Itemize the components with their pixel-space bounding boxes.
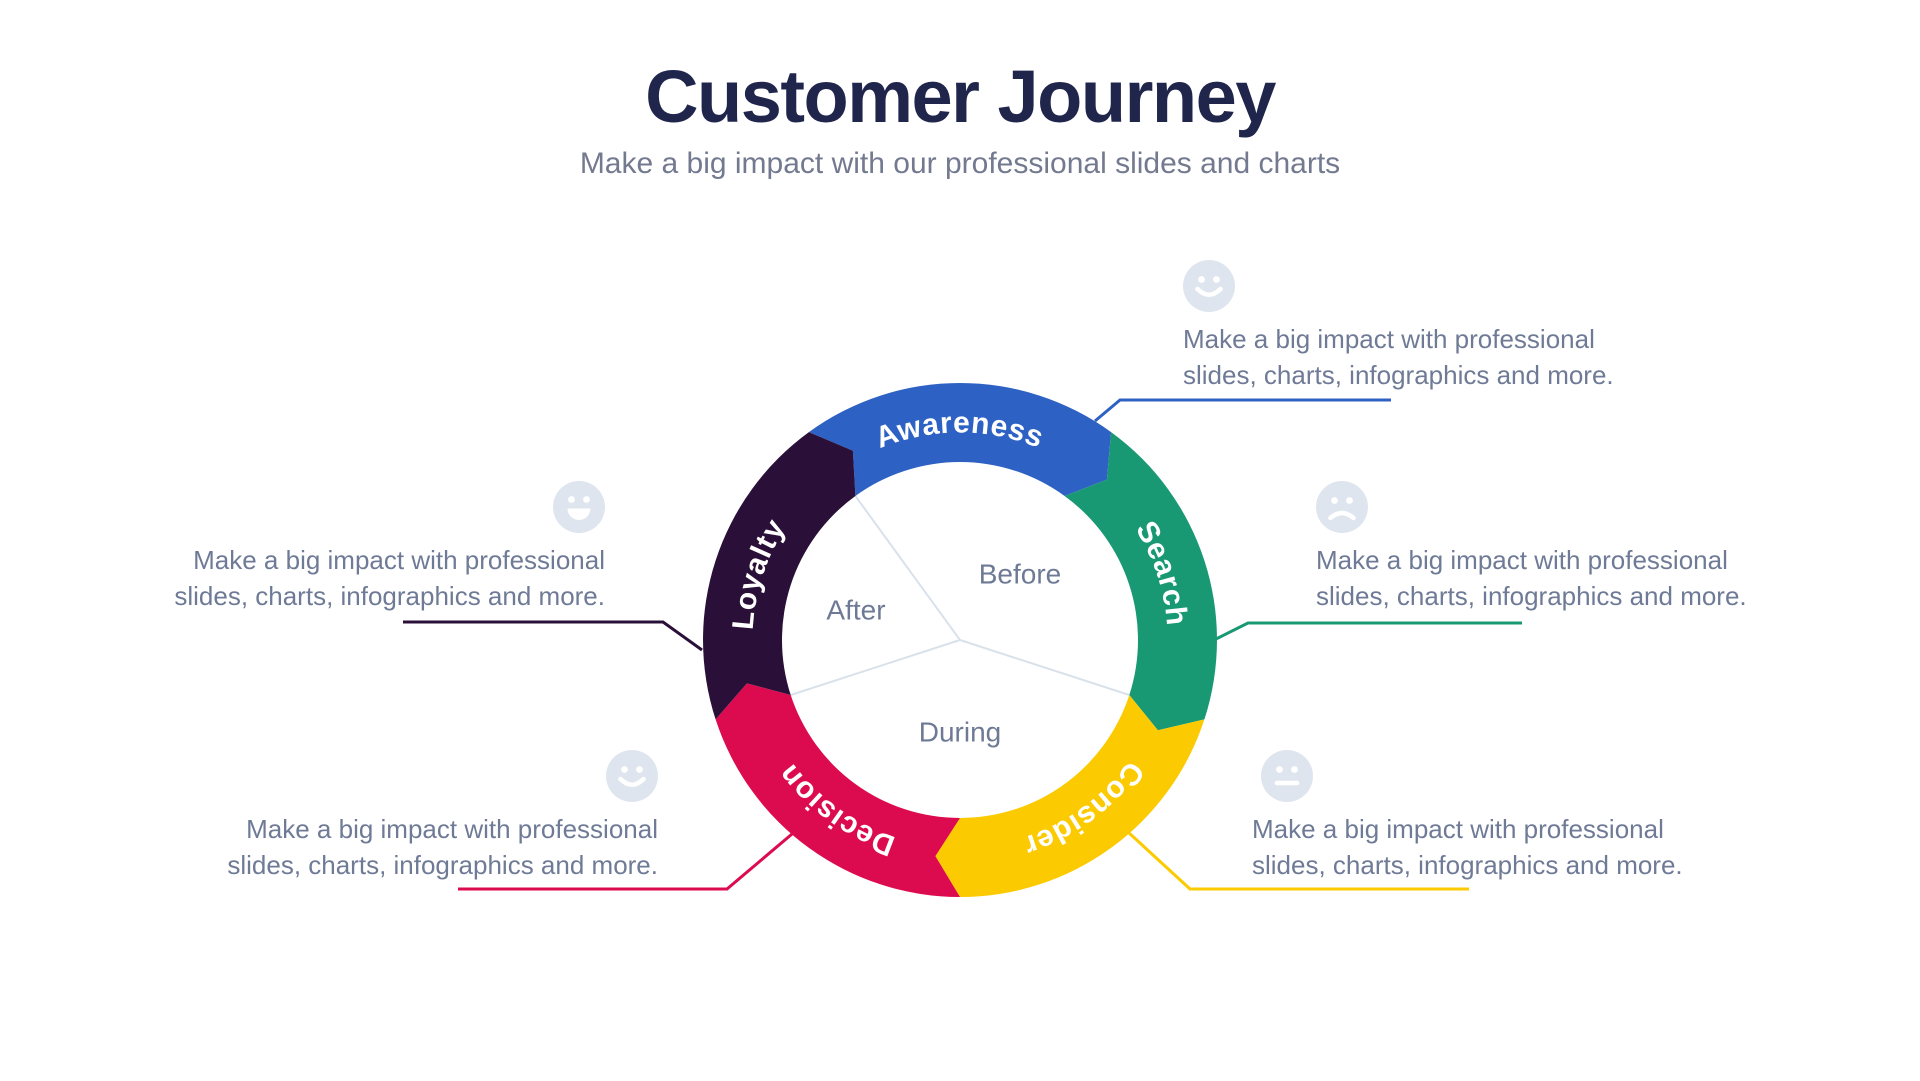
annotation-text: Make a big impact with professional slid… [1252,811,1722,883]
segment-decision [715,683,960,897]
annotation-consider: Make a big impact with professional slid… [1252,750,1722,883]
annotation-text: Make a big impact with professional slid… [188,811,658,883]
annotation-text: Make a big impact with professional slid… [1183,321,1653,393]
connector-loyalty [403,620,703,652]
annotation-line2: slides, charts, infographics and more. [1183,360,1614,390]
annotation-line1: Make a big impact with professional [1252,814,1664,844]
annotation-line1: Make a big impact with professional [1316,545,1728,575]
sad-face-icon [1316,481,1368,533]
happy-face-icon [606,750,658,802]
connector-search [1215,621,1522,641]
annotation-decision: Make a big impact with professional slid… [188,750,658,883]
segment-awareness [808,382,1112,496]
center-label-after: After [826,595,885,626]
divider-line [959,639,1130,696]
center-label-during: During [919,717,1001,748]
annotation-awareness: Make a big impact with professional slid… [1183,260,1653,393]
page-subtitle: Make a big impact with our professional … [579,147,1341,180]
center-label-before: Before [979,559,1062,590]
connector-awareness [1094,398,1391,423]
annotation-line1: Make a big impact with professional [1183,324,1595,354]
connector-consider [1126,830,1469,891]
divider-line [790,639,961,696]
annotation-line1: Make a big impact with professional [193,545,605,575]
annotation-line2: slides, charts, infographics and more. [227,850,658,880]
annotation-loyalty: Make a big impact with professional slid… [135,481,605,614]
neutral-face-icon [1261,750,1313,802]
annotation-line2: slides, charts, infographics and more. [174,581,605,611]
divider-line [854,495,961,641]
annotation-text: Make a big impact with professional slid… [135,542,605,614]
annotation-text: Make a big impact with professional slid… [1316,542,1786,614]
annotation-line1: Make a big impact with professional [246,814,658,844]
happy-face-icon [1183,260,1235,312]
segment-consider [935,695,1205,897]
grin-face-icon [553,481,605,533]
annotation-search: Make a big impact with professional slid… [1316,481,1786,614]
header: Customer Journey Make a big impact with … [0,58,1920,182]
annotation-line2: slides, charts, infographics and more. [1316,581,1747,611]
segment-loyalty [703,432,856,720]
connector-decision [458,832,793,891]
annotation-line2: slides, charts, infographics and more. [1252,850,1683,880]
page-title: Customer Journey [645,55,1276,138]
segment-search [1064,432,1217,731]
